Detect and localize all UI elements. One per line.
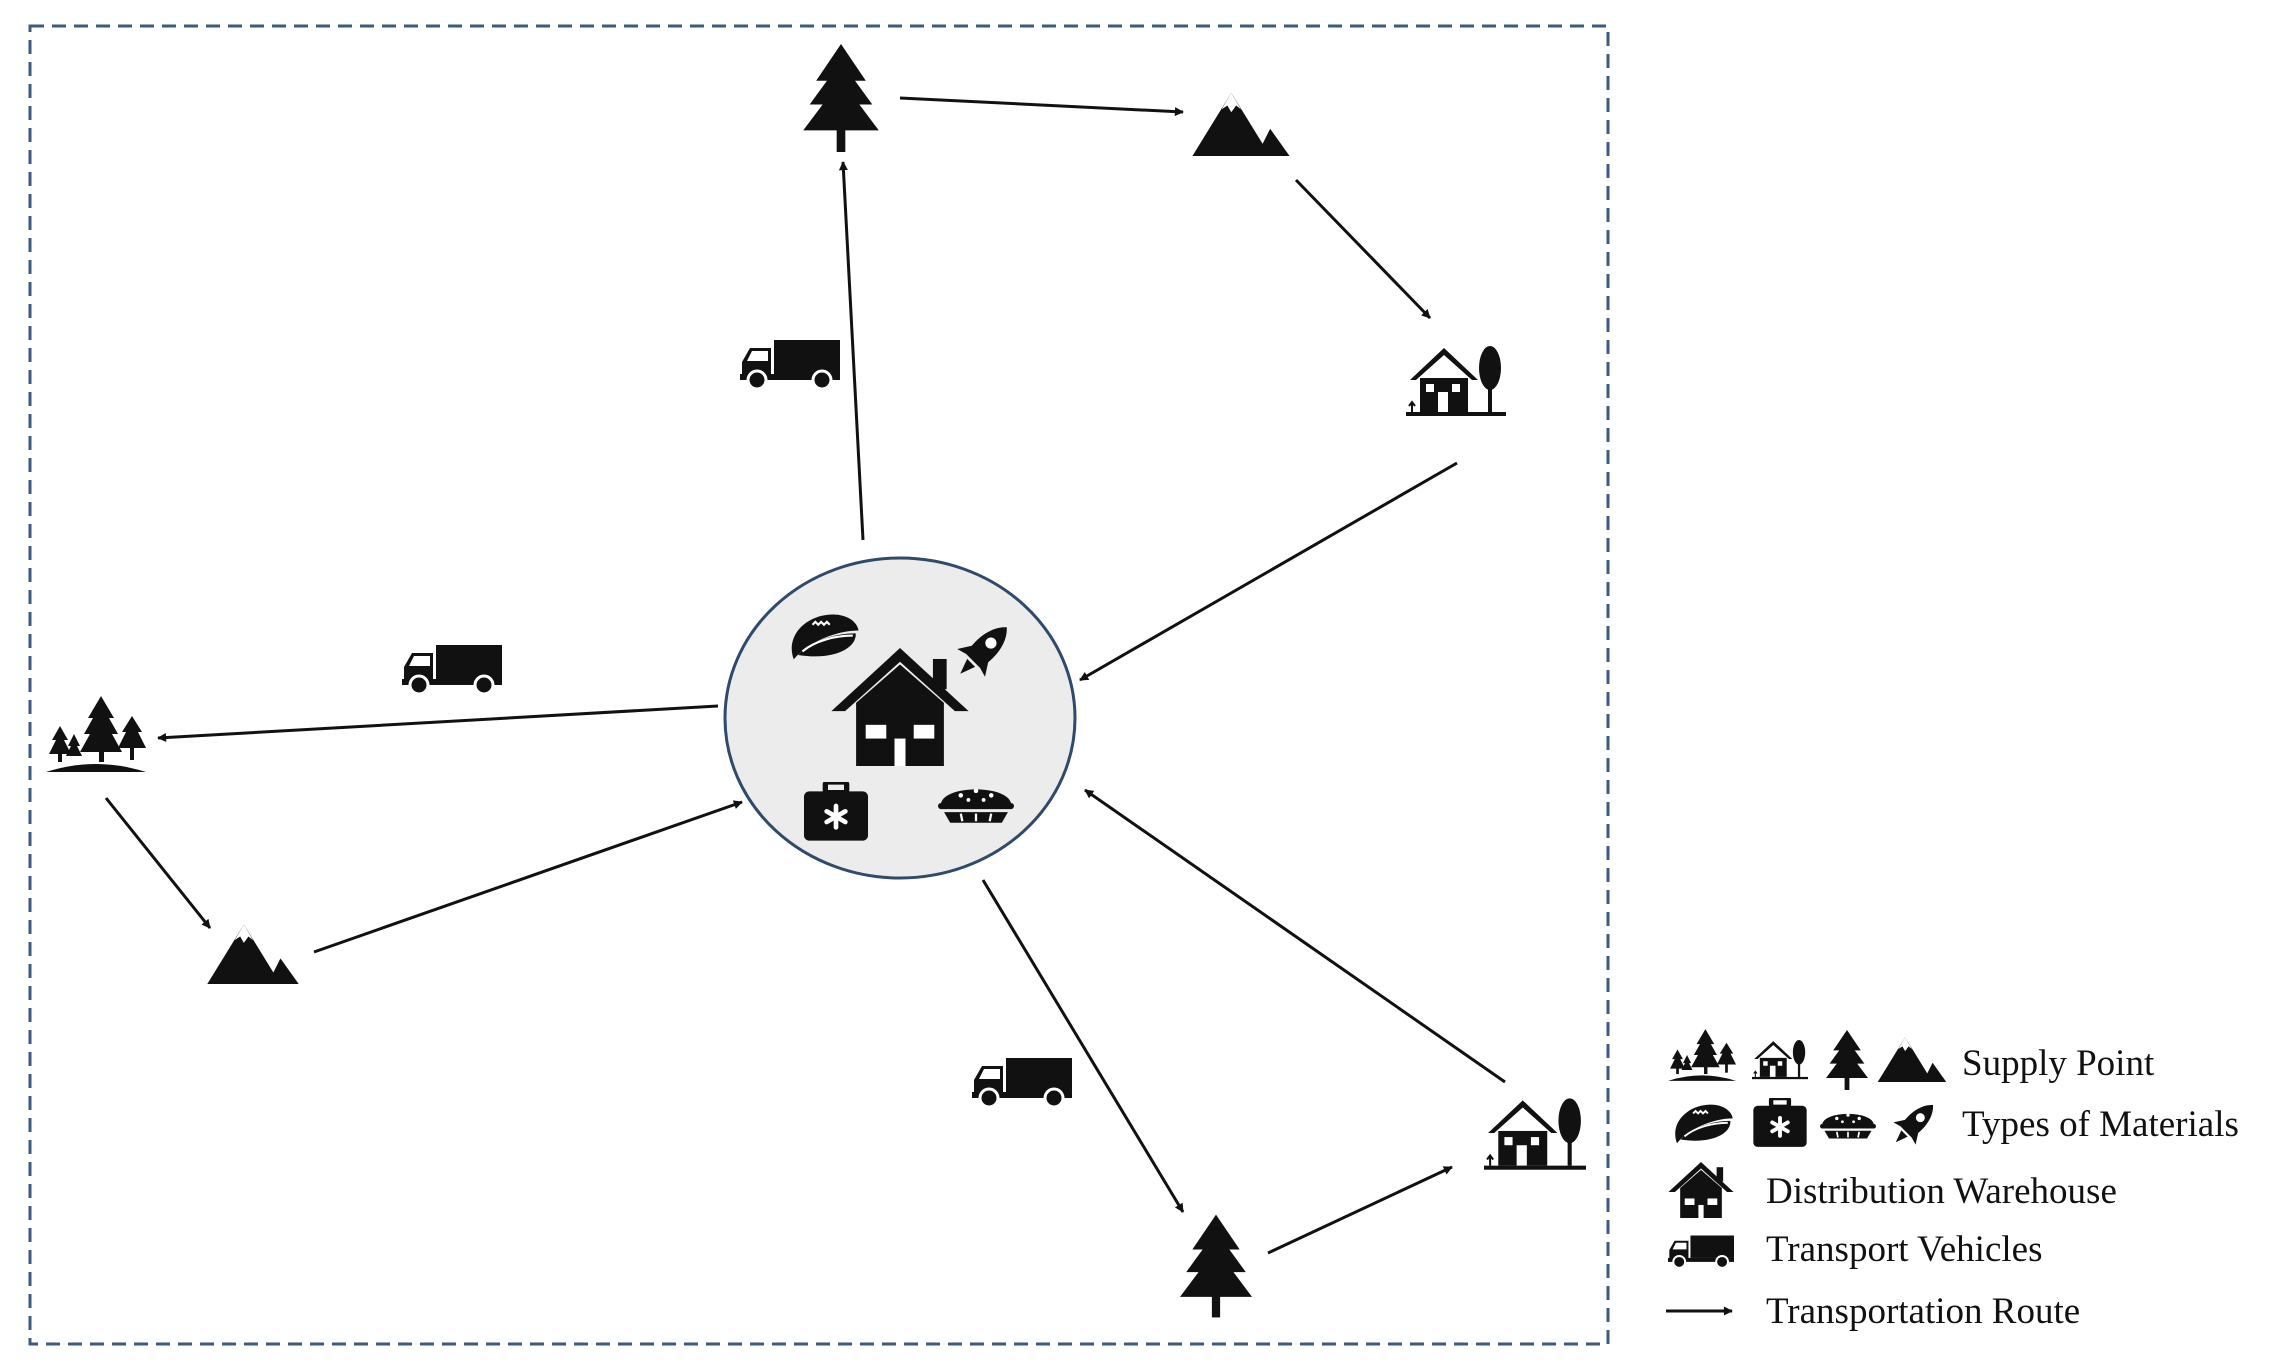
house-icon: [1484, 1097, 1586, 1171]
forest-icon: [1668, 1029, 1736, 1081]
tree-icon: [1826, 1030, 1868, 1090]
route-arrow: [1294, 178, 1432, 320]
mountain-icon: [207, 924, 299, 984]
house-icon: [1406, 344, 1506, 418]
legend-row-supply-point: Supply Point: [1668, 1029, 2155, 1090]
route-arrow: [1079, 461, 1458, 682]
truck-icon: [402, 645, 502, 695]
legend-row-route: Transportation Route: [1666, 1291, 2080, 1332]
routes: [104, 96, 1506, 1255]
legend-row-vehicles: Transport Vehicles: [1668, 1229, 2042, 1270]
mountain-icon: [1192, 92, 1290, 156]
route-arrow: [838, 161, 865, 541]
route-arrow: [104, 797, 212, 929]
route-arrow: [981, 879, 1185, 1213]
mountain-icon: [1877, 1037, 1947, 1082]
legend-row-materials: Types of Materials: [1674, 1096, 2239, 1152]
truck-icon: [972, 1058, 1072, 1108]
forest-icon: [46, 696, 146, 772]
route-arrow: [313, 800, 743, 954]
taco-icon: [1674, 1103, 1734, 1145]
legend-label-vehicles: Transport Vehicles: [1766, 1229, 2042, 1270]
medical-kit-icon: [1753, 1098, 1806, 1147]
tree-icon: [803, 44, 879, 152]
distribution-hub: [723, 556, 1077, 880]
region-boundary: [28, 24, 1610, 1346]
rocket-icon: [1886, 1096, 1942, 1152]
route-arrow: [1267, 1165, 1453, 1255]
tree-icon: [1180, 1214, 1252, 1318]
warehouse-icon: [1668, 1162, 1734, 1218]
route-arrow: [157, 704, 719, 743]
legend-label-route: Transportation Route: [1766, 1291, 2080, 1332]
legend: Supply Point Types of Materials Distribu…: [1666, 1029, 2239, 1332]
legend-label-warehouse: Distribution Warehouse: [1766, 1171, 2117, 1212]
route-arrow: [1084, 788, 1506, 1084]
legend-label-supply-point: Supply Point: [1962, 1043, 2155, 1084]
route-arrow: [899, 96, 1184, 117]
legend-label-materials: Types of Materials: [1962, 1104, 2239, 1145]
pie-icon: [1820, 1112, 1876, 1140]
truck-icon: [740, 340, 840, 390]
legend-row-warehouse: Distribution Warehouse: [1668, 1162, 2117, 1218]
truck-icon: [1668, 1235, 1734, 1269]
house-icon: [1752, 1039, 1808, 1080]
